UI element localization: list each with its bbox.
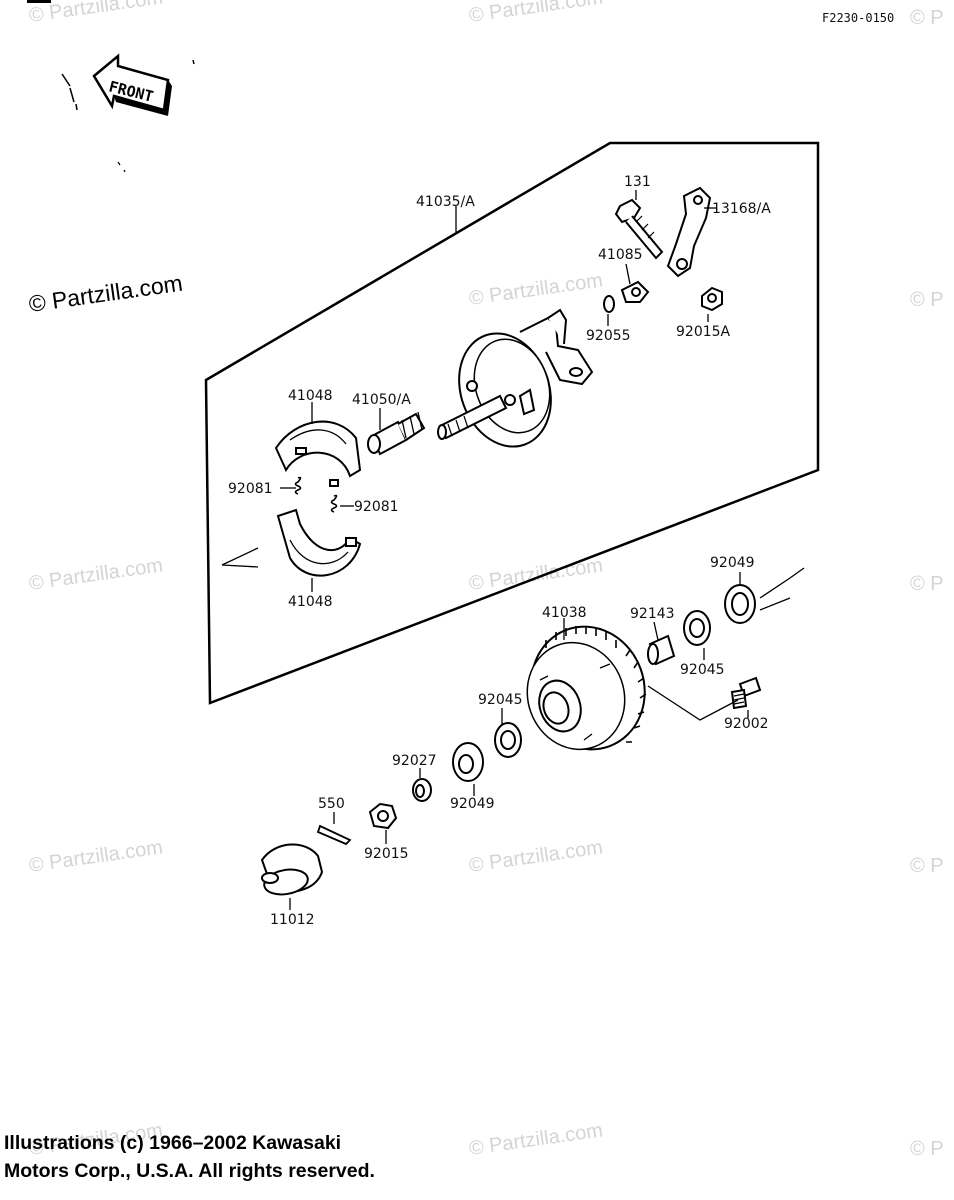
shoe-spring-left	[294, 476, 302, 495]
part-label: 92015A	[676, 324, 731, 340]
brake-cam	[367, 411, 426, 456]
part-label: 131	[624, 174, 651, 190]
watermarks: © Partzilla.com © Partzilla.com © P © Pa…	[27, 0, 944, 1160]
front-arrow-icon: FRONT	[61, 53, 195, 173]
part-label: 41050/A	[352, 392, 411, 408]
collar	[412, 778, 432, 802]
watermark-dark: © Partzilla.com	[27, 270, 184, 317]
part-label: 11012	[270, 912, 315, 928]
wear-indicator	[620, 280, 650, 303]
part-label: 41048	[288, 388, 333, 404]
part-label: 92002	[724, 716, 769, 732]
cotter-pin	[316, 824, 352, 846]
part-label: 92045	[478, 692, 523, 708]
part-label: 550	[318, 796, 345, 812]
oil-seal-left	[452, 742, 484, 782]
part-label: 92045	[680, 662, 725, 678]
part-label: 92027	[392, 753, 437, 769]
part-label: 13168/A	[712, 201, 771, 217]
spacer-sleeve	[647, 634, 676, 666]
brake-drum-hub	[526, 625, 647, 751]
watermark: © Partzilla.com	[468, 836, 605, 877]
diagram-code: F2230-0150	[822, 11, 894, 25]
leader-line	[221, 547, 259, 568]
leader-line	[759, 567, 805, 611]
corner-mark	[27, 0, 51, 3]
hub-cap	[260, 843, 324, 896]
watermark: © Partzilla.com	[468, 0, 605, 27]
watermark: © Partzilla.com	[468, 269, 605, 310]
part-label: 92081	[228, 481, 273, 497]
part-label: 92055	[586, 328, 631, 344]
copyright-line-1: Illustrations (c) 1966–2002 Kawasaki	[4, 1132, 342, 1154]
watermark: © Partzilla.com	[28, 0, 165, 27]
watermark: © P	[910, 1138, 944, 1160]
bolt	[614, 198, 664, 260]
brake-lever	[666, 186, 712, 278]
nut	[701, 286, 723, 312]
shoe-spring-right	[330, 494, 338, 513]
part-label: 41035/A	[416, 194, 475, 210]
washer	[603, 295, 615, 313]
watermark: © Partzilla.com	[28, 836, 165, 877]
watermark: © P	[910, 289, 944, 311]
watermark: © P	[910, 855, 944, 877]
watermark: © P	[910, 7, 944, 29]
leader-line	[647, 685, 739, 721]
brake-shoe-upper	[274, 420, 362, 487]
leader-lines	[280, 190, 749, 910]
part-label: 92049	[710, 555, 755, 571]
watermark: © Partzilla.com	[28, 554, 165, 595]
copyright-line-2: Motors Corp., U.S.A. All rights reserved…	[4, 1160, 375, 1182]
brake-panel-assembly-box	[204, 141, 820, 705]
part-label: 41085	[598, 247, 643, 263]
stud-bolt	[730, 676, 762, 710]
watermark: © Partzilla.com	[468, 1119, 605, 1160]
part-label: 41048	[288, 594, 333, 610]
castle-nut	[368, 802, 398, 830]
brake-shoe-lower	[276, 508, 362, 577]
part-label: 92015	[364, 846, 409, 862]
part-label: 92081	[354, 499, 399, 515]
watermark: © P	[910, 573, 944, 595]
oil-seal-right	[724, 584, 756, 624]
ball-bearing-left	[494, 722, 522, 758]
brake-panel	[437, 308, 594, 448]
part-label: 92049	[450, 796, 495, 812]
part-labels: 41035/A 131 13168/A 41085 92055 92015A 4…	[228, 174, 771, 928]
part-label: 92143	[630, 606, 675, 622]
ball-bearing-right	[683, 610, 711, 646]
part-label: 41038	[542, 605, 587, 621]
